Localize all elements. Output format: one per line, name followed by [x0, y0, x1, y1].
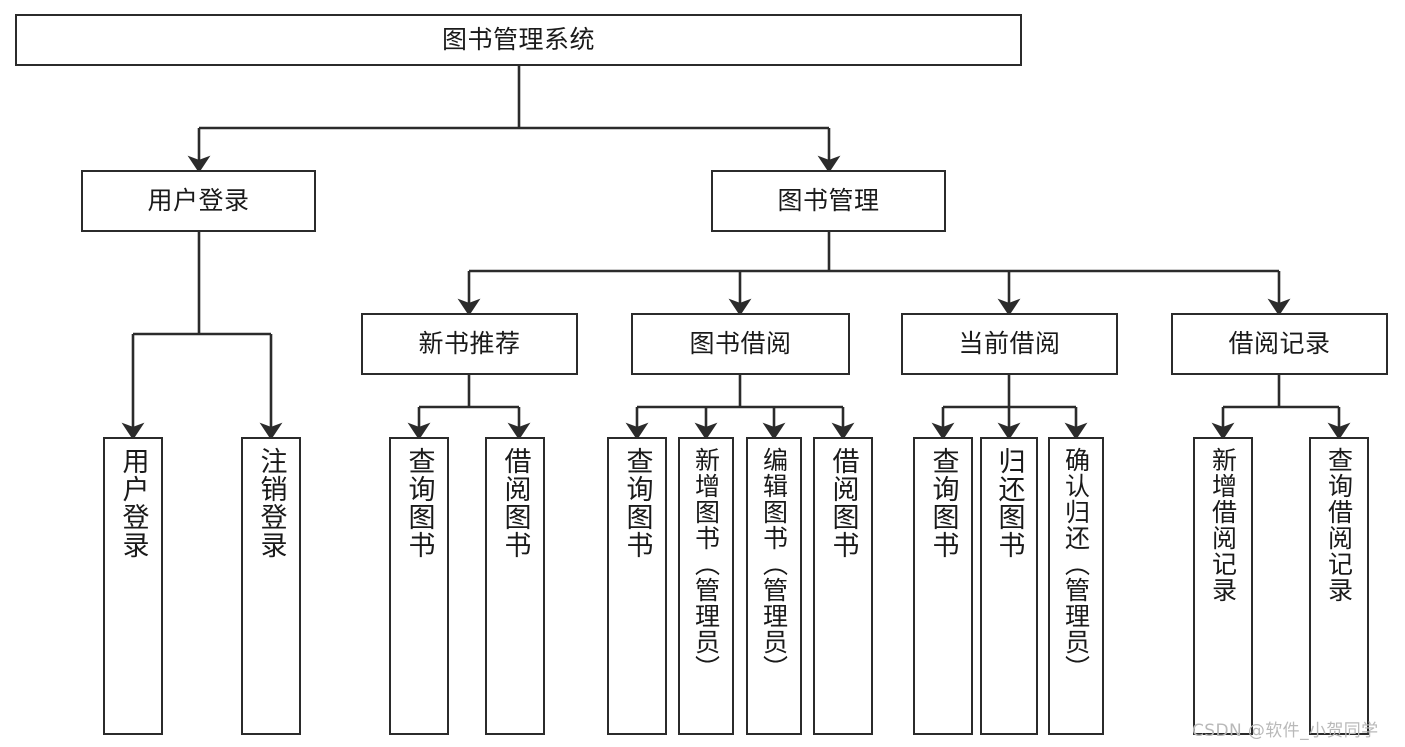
node-leaf-edit-book-admin[interactable]: 编辑图书（管理员）: [746, 437, 802, 735]
node-leaf-query-borrow-record-label: 查询借阅记录: [1324, 447, 1354, 603]
node-book-borrow[interactable]: 图书借阅: [631, 313, 850, 375]
node-leaf-return-book-label: 归还图书: [993, 447, 1025, 559]
node-leaf-logout[interactable]: 注销登录: [241, 437, 301, 735]
node-leaf-query-book-current[interactable]: 查询图书: [913, 437, 973, 735]
node-leaf-logout-label: 注销登录: [255, 447, 287, 559]
node-user-login-label: 用户登录: [147, 186, 250, 216]
node-leaf-borrow-book-newbook-label: 借阅图书: [499, 447, 531, 559]
node-book-borrow-label: 图书借阅: [689, 329, 792, 359]
node-new-book-recommend[interactable]: 新书推荐: [361, 313, 578, 375]
node-leaf-query-book-current-label: 查询图书: [927, 447, 959, 559]
node-borrow-record-label: 借阅记录: [1228, 329, 1331, 359]
node-root-label: 图书管理系统: [441, 25, 595, 55]
node-leaf-query-book-newbook[interactable]: 查询图书: [389, 437, 449, 735]
node-leaf-add-borrow-record[interactable]: 新增借阅记录: [1193, 437, 1253, 735]
node-leaf-return-book[interactable]: 归还图书: [980, 437, 1038, 735]
node-leaf-user-login[interactable]: 用户登录: [103, 437, 163, 735]
node-current-borrow[interactable]: 当前借阅: [901, 313, 1118, 375]
node-leaf-query-book-newbook-label: 查询图书: [403, 447, 435, 559]
node-root[interactable]: 图书管理系统: [15, 14, 1022, 66]
node-book-management-label: 图书管理: [777, 186, 880, 216]
node-leaf-borrow-book-newbook[interactable]: 借阅图书: [485, 437, 545, 735]
node-leaf-query-borrow-record[interactable]: 查询借阅记录: [1309, 437, 1369, 735]
node-leaf-query-book-borrow-label: 查询图书: [621, 447, 653, 559]
node-user-login[interactable]: 用户登录: [81, 170, 316, 232]
node-leaf-edit-book-admin-label: 编辑图书（管理员）: [759, 447, 789, 681]
node-leaf-add-book-admin-label: 新增图书（管理员）: [691, 447, 721, 681]
node-leaf-borrow-book-borrow-label: 借阅图书: [827, 447, 859, 559]
node-leaf-add-borrow-record-label: 新增借阅记录: [1208, 447, 1238, 603]
node-book-management[interactable]: 图书管理: [711, 170, 946, 232]
node-leaf-confirm-return-admin-label: 确认归还（管理员）: [1061, 447, 1091, 681]
node-new-book-recommend-label: 新书推荐: [418, 329, 521, 359]
node-borrow-record[interactable]: 借阅记录: [1171, 313, 1388, 375]
node-leaf-query-book-borrow[interactable]: 查询图书: [607, 437, 667, 735]
node-current-borrow-label: 当前借阅: [958, 329, 1061, 359]
node-leaf-confirm-return-admin[interactable]: 确认归还（管理员）: [1048, 437, 1104, 735]
node-leaf-borrow-book-borrow[interactable]: 借阅图书: [813, 437, 873, 735]
node-leaf-add-book-admin[interactable]: 新增图书（管理员）: [678, 437, 734, 735]
node-leaf-user-login-label: 用户登录: [117, 447, 149, 559]
